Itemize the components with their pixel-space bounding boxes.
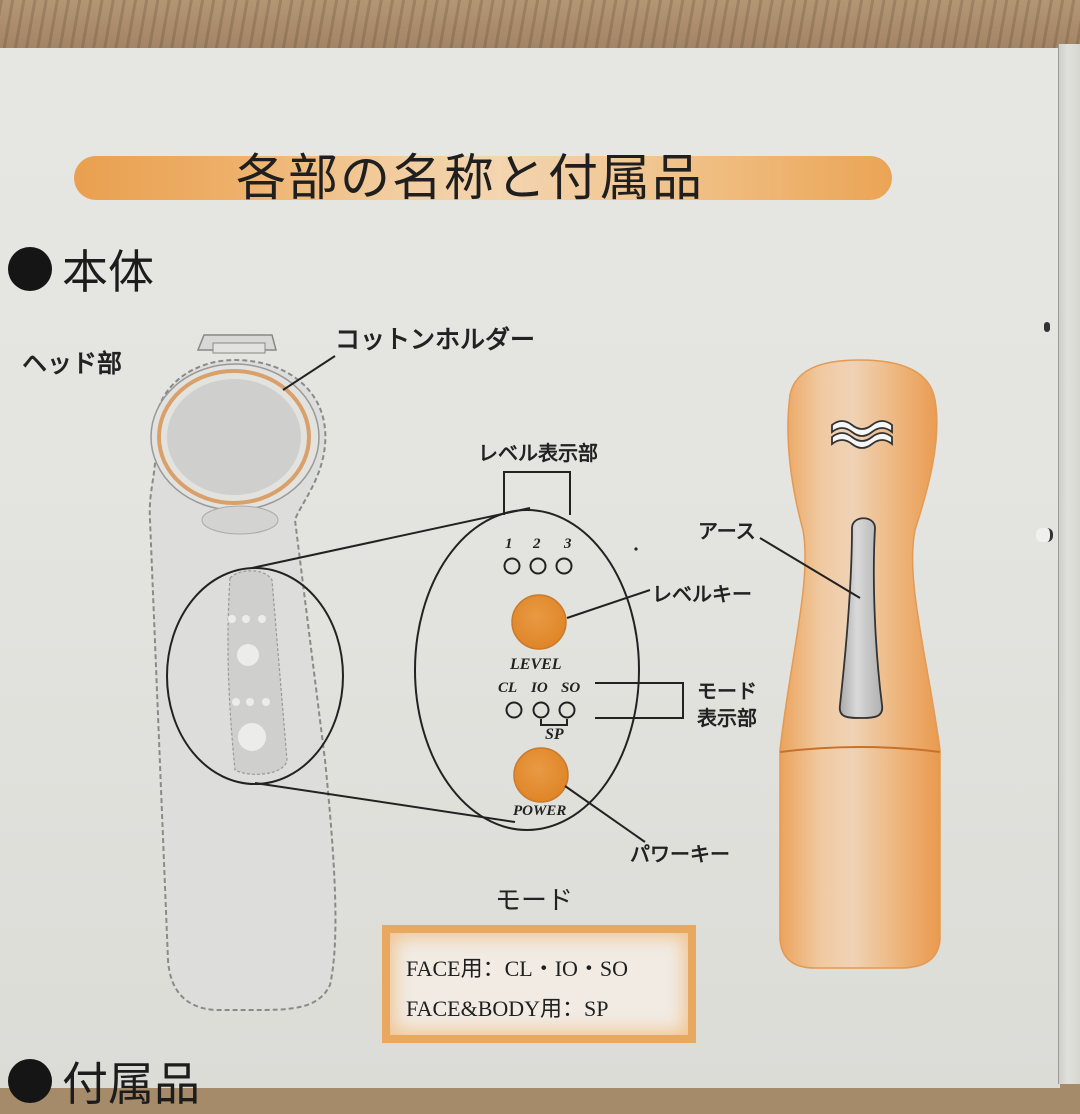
next-page-edge [1058,44,1080,1084]
label-head: ヘッド部 [22,349,123,378]
page-title: 各部の名称と付属品 [236,149,704,207]
level-number: 2 [533,536,541,552]
page-notch [1044,322,1050,332]
label-cotton-holder: コットンホルダー [335,325,536,354]
label-level-key: レベルキー [652,582,752,606]
label-power-key: パワーキー [630,842,730,866]
title-highlight-bar [74,156,892,200]
sp-label: SP [545,726,564,743]
waves-icon [831,420,893,449]
section-label: 本体 [62,245,154,299]
section-heading-body: 本体 [8,236,154,302]
mode-code: IO [531,680,548,696]
earth-plate [838,517,884,719]
level-button-label: LEVEL [510,656,562,673]
label-earth: アース [698,519,756,543]
level-number: 3 [564,536,572,552]
page-notch [1036,528,1053,542]
level-key-button [511,594,567,650]
device-front-view [148,334,344,1011]
mode-code: SO [561,680,581,696]
bullet-icon [8,247,52,291]
mode-code: CL [498,680,518,696]
device-illustration [148,334,941,1011]
level-number: 1 [505,536,513,552]
label-mode-display-1: モード [697,679,757,703]
device-back-view [759,359,941,969]
power-key-button [513,747,569,803]
mode-legend-box: FACE用：CL・IO・SO FACE&BODY用：SP [382,925,696,1043]
control-panel-detail [414,471,684,843]
label-mode-display-2: 表示部 [697,706,757,730]
mode-heading: モード [495,886,574,916]
mode-line-face: FACE用：CL・IO・SO [406,956,629,981]
label-level-display: レベル表示部 [478,441,598,465]
mode-line-face-body: FACE&BODY用：SP [406,996,609,1021]
power-button-label: POWER [513,803,567,819]
